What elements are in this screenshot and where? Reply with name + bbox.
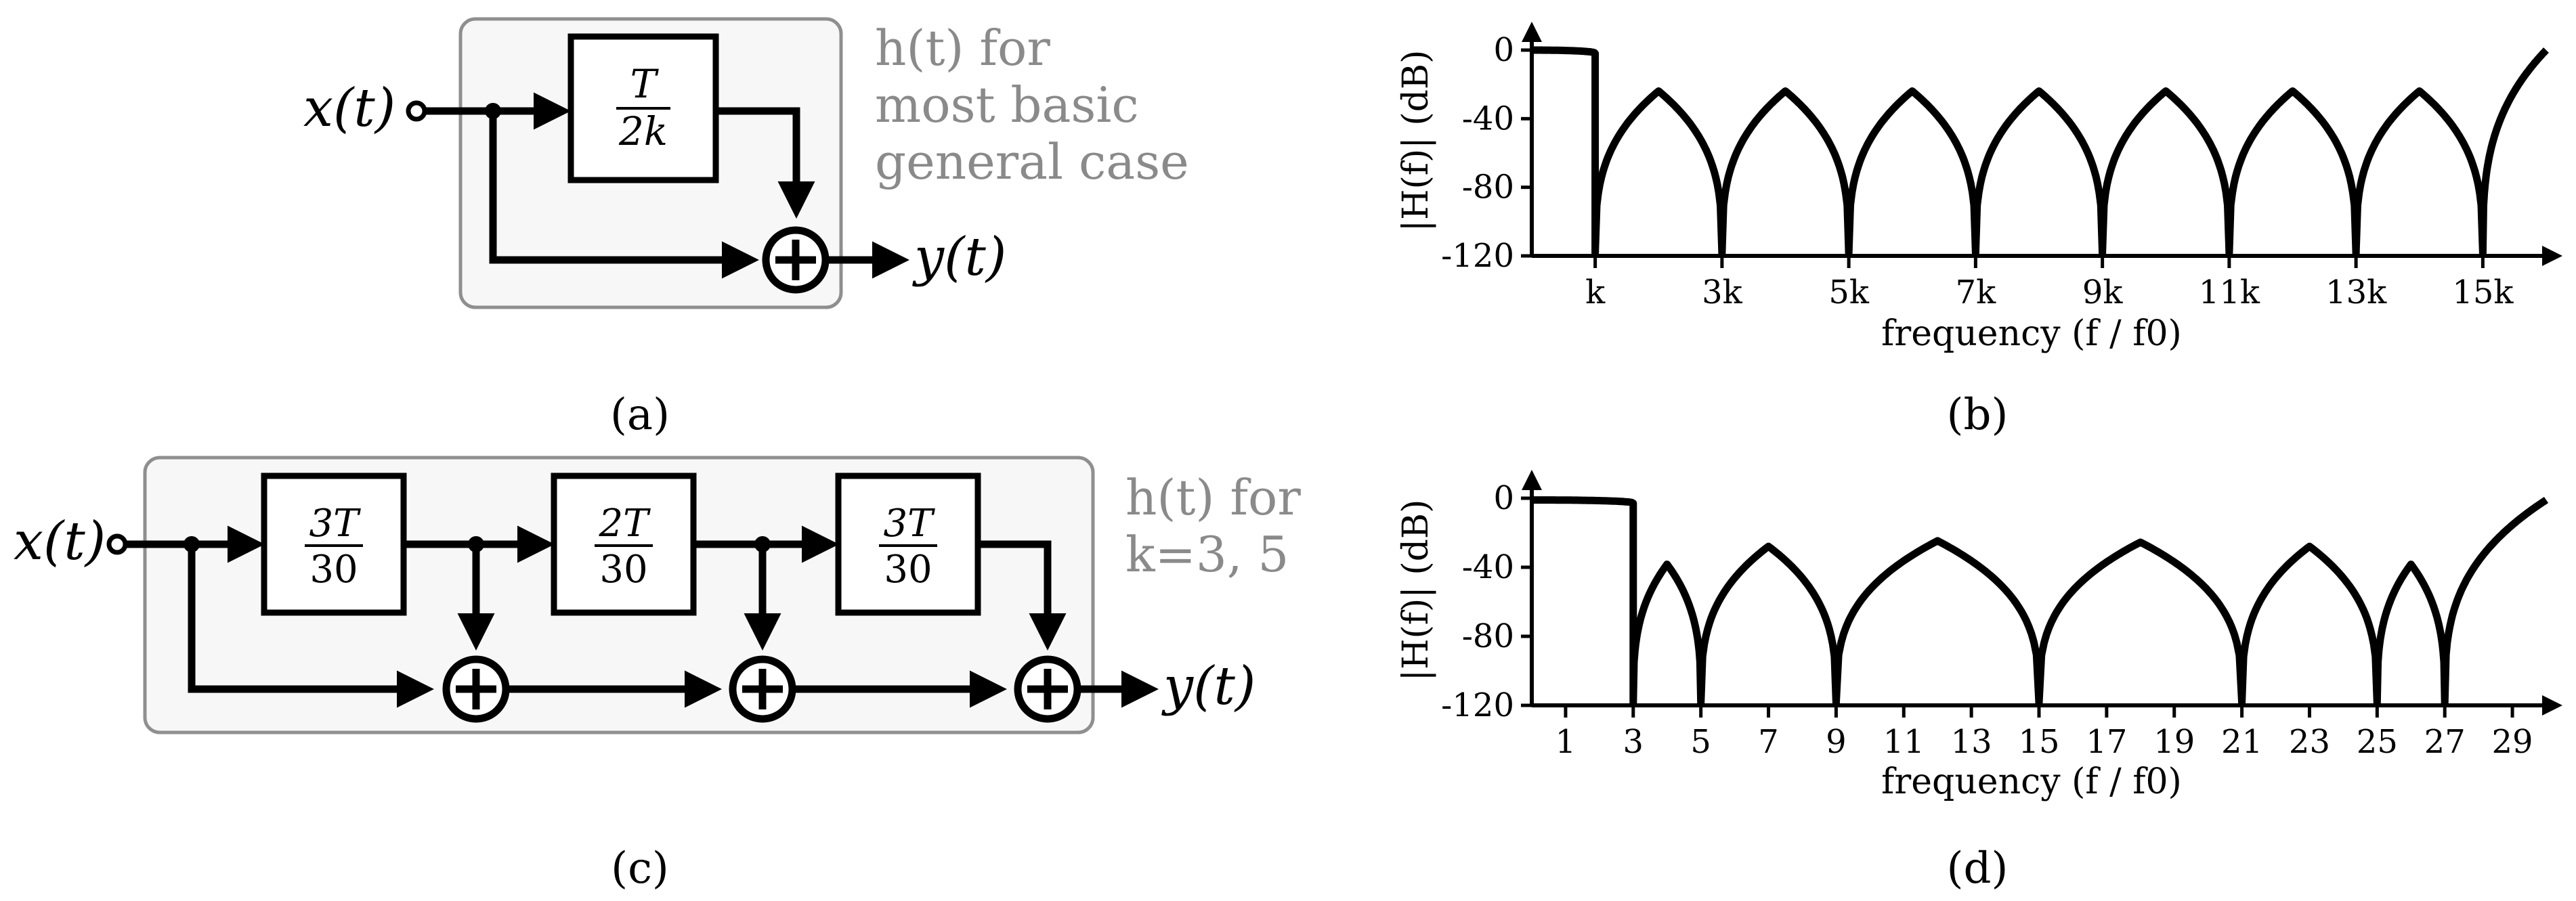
panel-c-wire-bypass: [188, 544, 434, 708]
y-tick-label: 0: [1493, 479, 1514, 517]
panel-b-y-axis-label: |H(f)| (dB): [1396, 50, 1436, 232]
panel-c-input-terminal: [106, 533, 128, 555]
panel-c-block-2-numerator: 2T: [599, 502, 651, 546]
panel-d-y-axis-label: |H(f)| (dB): [1396, 500, 1436, 682]
x-tick-label: 25: [2357, 723, 2398, 761]
x-tick-label: 29: [2492, 723, 2533, 761]
panel-a-note-line-1: h(t) for: [875, 20, 1050, 76]
panel-b-chart: 0 -40 -80 -120 k 3k 5k 7k 9k 11k 13k 15k |H(f)| (d…: [1396, 22, 2562, 440]
panel-c-block-2-denominator: 30: [599, 548, 647, 592]
panel-d-caption: (d): [1947, 843, 2009, 894]
panel-c-summer-3-icon: [1014, 655, 1081, 723]
panel-c-block-3-numerator: 3T: [884, 502, 936, 546]
panel-a-input-terminal: [406, 100, 427, 122]
x-tick-label: 1: [1555, 723, 1576, 761]
y-tick-label: 0: [1493, 31, 1514, 69]
x-tick-label: 9: [1826, 723, 1847, 761]
x-tick-label: 13: [1951, 723, 1992, 761]
panel-c-summer-1-icon: [442, 655, 510, 723]
y-tick-label: -120: [1441, 237, 1514, 275]
x-tick-label: 21: [2221, 723, 2262, 761]
x-tick-label: 15: [2018, 723, 2059, 761]
panel-d-series: [1529, 496, 2549, 707]
panel-a-caption: (a): [610, 390, 670, 440]
x-tick-label: 5: [1690, 723, 1711, 761]
panel-a-input-label: x(t): [303, 78, 395, 139]
y-tick-label: -40: [1462, 548, 1514, 586]
panel-a-wire-block-out: [716, 107, 815, 219]
x-tick-label: 19: [2153, 723, 2195, 761]
y-tick-label: -80: [1462, 169, 1514, 206]
x-tick-label: 3k: [1702, 273, 1743, 311]
panel-a-note-line-2: most basic: [875, 76, 1139, 133]
panel-c-delay-block-3: [835, 473, 981, 616]
panel-c-output-label: y(t): [1161, 656, 1255, 717]
panel-a-block-denominator: 2k: [618, 108, 668, 154]
panel-d-x-axis-label: frequency (f / f0): [1881, 762, 2182, 802]
panel-c-note-line-2: k=3, 5: [1125, 526, 1289, 583]
panel-c-diagram: x(t) 3T 30 2T 30 3T 30: [14, 456, 1301, 894]
x-tick-label: 15k: [2452, 273, 2514, 311]
x-tick-label: k: [1585, 273, 1606, 311]
y-tick-label: -80: [1462, 617, 1514, 655]
y-tick-label: -40: [1462, 100, 1514, 137]
panel-b-x-axis-label: frequency (f / f0): [1881, 313, 2182, 354]
x-tick-label: 3: [1623, 723, 1644, 761]
panel-c-block-1-denominator: 30: [309, 548, 358, 592]
panel-c-block-1-numerator: 3T: [309, 502, 362, 546]
panel-a-note-line-3: general case: [875, 133, 1189, 190]
x-tick-label: 17: [2086, 723, 2127, 761]
y-tick-label: -120: [1441, 686, 1514, 724]
x-tick-label: 11k: [2199, 273, 2260, 311]
x-tick-label: 23: [2289, 723, 2330, 761]
panel-b-series: [1528, 46, 2550, 257]
panel-b-y-ticks: 0 -40 -80 -120: [1441, 31, 1532, 275]
x-tick-label: 13k: [2325, 273, 2387, 311]
panel-c-caption: (c): [611, 843, 669, 894]
x-tick-label: 7: [1758, 723, 1779, 761]
x-tick-label: 11: [1883, 723, 1925, 761]
magnitude-response-line: [1529, 496, 2549, 707]
panel-b-x-ticks: k 3k 5k 7k 9k 11k 13k 15k: [1585, 256, 2514, 311]
panel-a-block-numerator: T: [630, 61, 660, 107]
panel-c-block-3-denominator: 30: [884, 548, 932, 592]
x-tick-label: 9k: [2082, 273, 2124, 311]
x-tick-label: 7k: [1956, 273, 1997, 311]
panel-b-caption: (b): [1947, 390, 2009, 440]
panel-c-wire-block-3-out: [978, 540, 1067, 651]
x-tick-label: 27: [2424, 723, 2466, 761]
panel-c-note-line-1: h(t) for: [1125, 469, 1301, 526]
x-tick-label: 5k: [1828, 273, 1870, 311]
panel-a-diagram: x(t) T 2k y(t) h(t) for most basic gener…: [303, 17, 1189, 440]
panel-d-y-ticks: 0 -40 -80 -120: [1441, 479, 1532, 724]
panel-a-wire-bypass: [489, 111, 759, 279]
panel-c-summer-2-icon: [729, 655, 796, 723]
panel-a-output-label: y(t): [912, 227, 1006, 288]
panel-c-input-label: x(t): [14, 511, 106, 572]
panel-a-summer-icon: [762, 226, 830, 294]
magnitude-response-line: [1528, 46, 2550, 257]
